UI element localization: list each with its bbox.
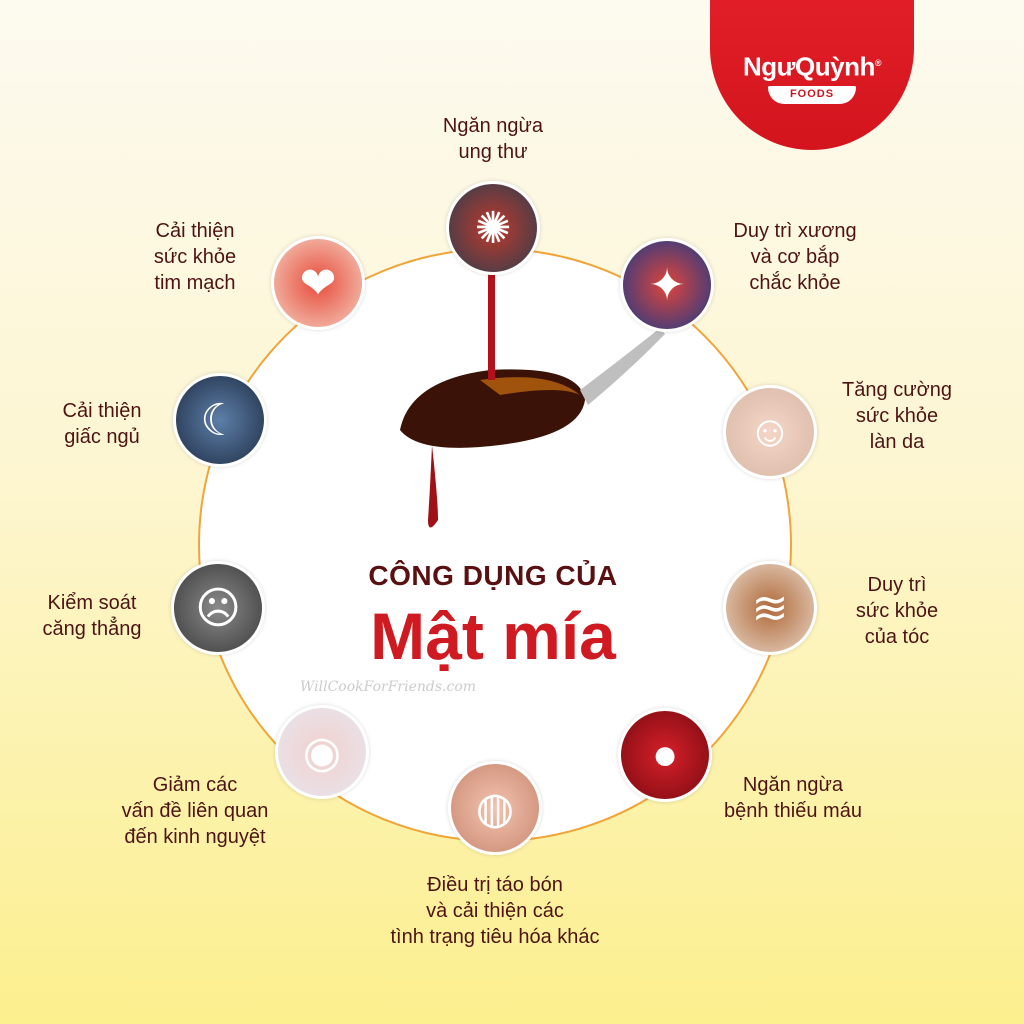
virus-icon: ✺ — [446, 181, 540, 275]
benefit-label-line: giấc ngủ — [64, 426, 140, 448]
benefit-label-line: Ngăn ngừa — [742, 774, 844, 796]
benefit-label-line: Cải thiện — [155, 220, 235, 242]
bone-joint-icon: ✦ — [620, 238, 714, 332]
benefit-label: Điều trị táo bón và cải thiện các tình trạ… — [390, 872, 599, 950]
benefit-label-line: tim mạch — [154, 272, 236, 294]
watermark: WillCookForFriends.com — [300, 679, 477, 695]
registered-mark: ® — [874, 58, 882, 68]
heart-icon: ❤ — [271, 236, 365, 330]
benefit-label: Giảm các vấn đề liên quan đến kinh nguyệt — [122, 772, 269, 850]
subtitle: CÔNG DỤNG CỦA — [368, 560, 618, 591]
benefit-label: Ngăn ngừa bệnh thiếu máu — [724, 772, 862, 824]
benefit-label: Duy trì sức khỏe của tóc — [856, 572, 938, 650]
benefit-label-line: đến kinh nguyệt — [124, 826, 266, 848]
brand-sub: FOODS — [767, 85, 857, 104]
benefit-label-line: của tóc — [864, 626, 930, 648]
benefit-label-line: và cơ bắp — [750, 246, 840, 268]
spoon-molasses-image — [400, 270, 665, 528]
benefit-label-line: Cải thiện — [62, 400, 142, 422]
benefit-label-line: tình trạng tiêu hóa khác — [390, 926, 600, 948]
benefit-label-line: Kiểm soát — [47, 592, 137, 614]
brand-name: NgưQuỳnh — [743, 51, 875, 82]
benefit-label-line: Duy trì — [867, 574, 927, 596]
blood-cells-icon: ● — [618, 708, 712, 802]
benefit-label-line: Điều trị táo bón — [427, 874, 563, 896]
menstrual-pain-icon: ◉ — [275, 705, 369, 799]
benefit-label-line: sức khỏe — [153, 246, 237, 268]
brand-logo: NgưQuỳnh® FOODS — [710, 0, 914, 150]
hair-icon: ≋ — [723, 561, 817, 655]
skin-icon: ☺ — [723, 385, 817, 479]
benefit-label: Tăng cường sức khỏe làn da — [842, 377, 952, 455]
stomach-icon: ◍ — [448, 761, 542, 855]
benefit-label-line: căng thẳng — [42, 618, 142, 640]
benefit-label: Duy trì xương và cơ bắp chắc khỏe — [733, 218, 856, 296]
benefit-label: Kiểm soát căng thẳng — [43, 590, 142, 642]
benefit-label-line: vấn đề liên quan — [121, 800, 269, 822]
benefit-label: Cải thiện giấc ngủ — [63, 398, 142, 450]
benefit-label-line: làn da — [869, 431, 925, 453]
main-title: Mật mía — [370, 599, 616, 673]
benefit-label-line: và cải thiện các — [426, 900, 564, 922]
benefit-label: Cải thiện sức khỏe tim mạch — [154, 218, 236, 296]
benefit-label-line: Giảm các — [152, 774, 238, 796]
benefit-label-line: sức khỏe — [855, 405, 939, 427]
sleep-icon: ☾ — [173, 373, 267, 467]
benefit-label-line: bệnh thiếu máu — [724, 800, 862, 822]
benefit-label-line: Ngăn ngừa — [442, 115, 544, 137]
benefit-label-line: Duy trì xương — [733, 220, 857, 242]
stress-icon: ☹ — [171, 561, 265, 655]
benefit-label-line: sức khỏe — [855, 600, 939, 622]
benefit-label-line: ung thư — [458, 141, 528, 163]
benefit-label-line: Tăng cường — [842, 379, 952, 401]
benefit-label: Ngăn ngừa ung thư — [443, 113, 543, 165]
benefit-label-line: chắc khỏe — [749, 272, 841, 294]
